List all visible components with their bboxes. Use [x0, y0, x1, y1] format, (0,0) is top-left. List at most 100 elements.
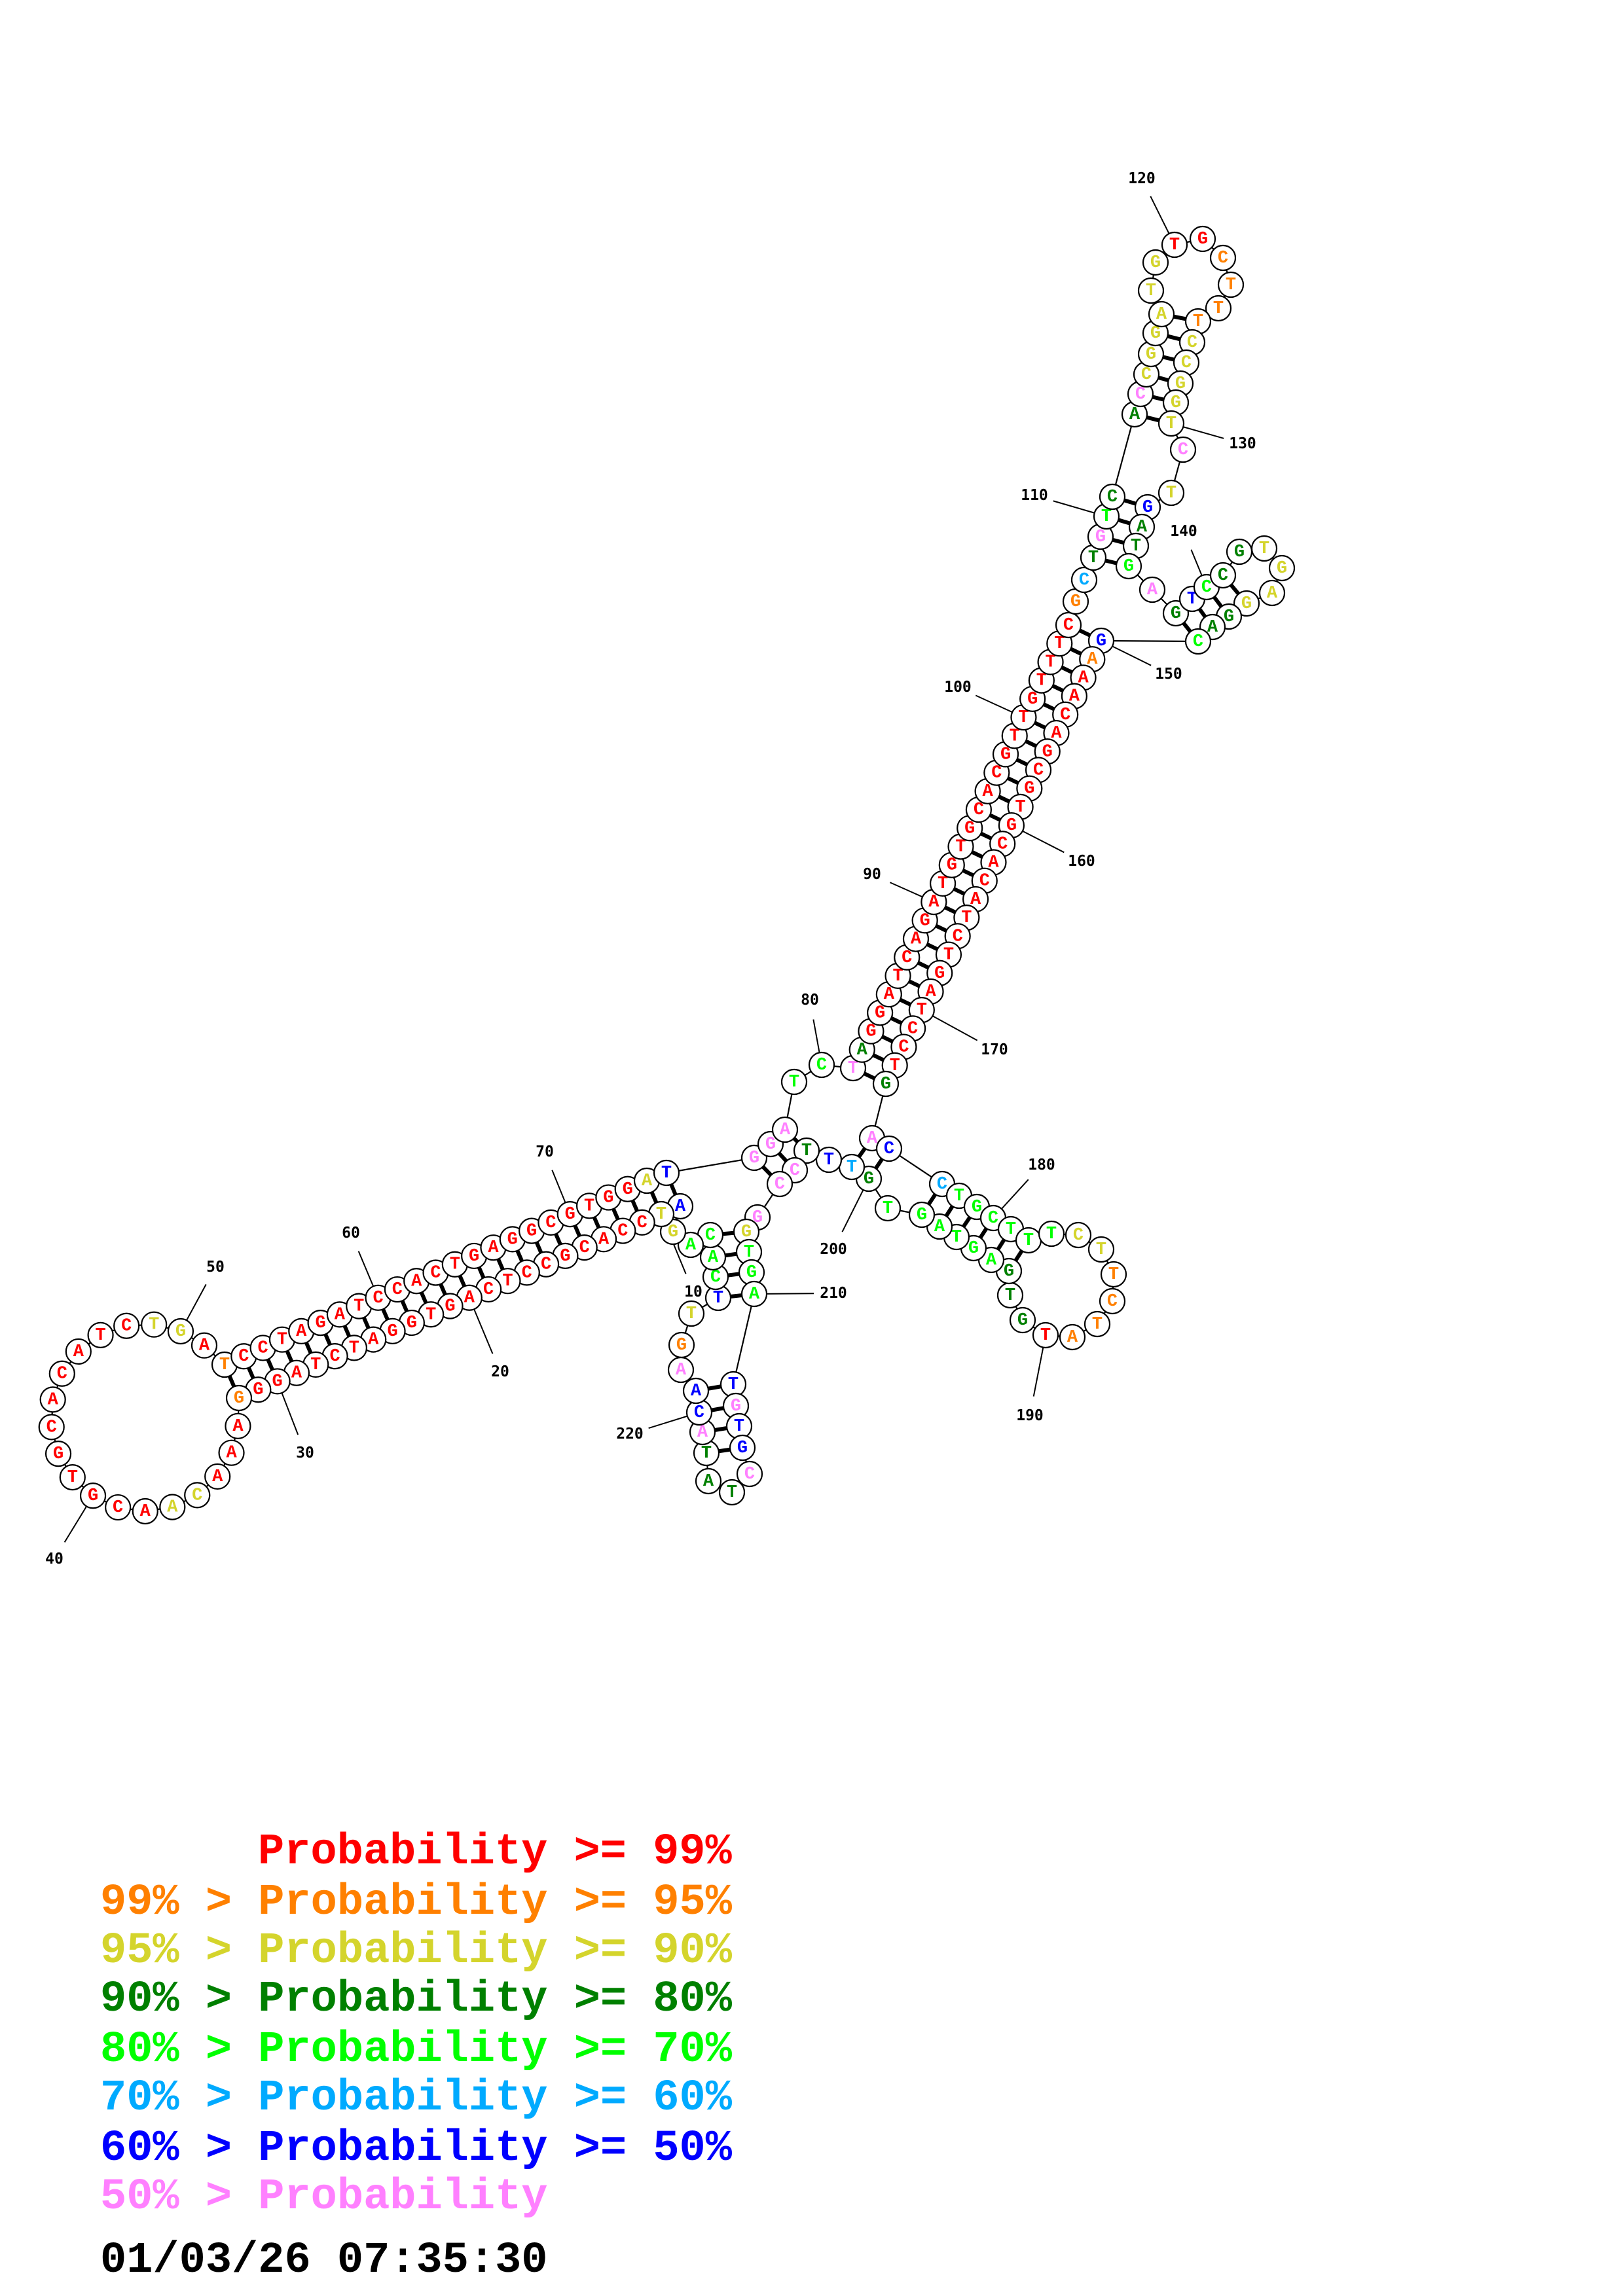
nucleotide: C: [697, 1221, 724, 1249]
position-label: 90: [863, 866, 881, 883]
nucleotide-letter: C: [790, 1161, 800, 1181]
nucleotide-letter: A: [691, 1382, 702, 1401]
legend-entry-90: 95% > Probability >= 90%: [100, 1926, 732, 1976]
nucleotide-circle: [38, 1414, 65, 1441]
nucleotide-letter: T: [354, 1297, 364, 1317]
nucleotide-circle: [191, 1332, 218, 1359]
nucleotide-circle: [793, 1137, 820, 1164]
nucleotide-letter: T: [727, 1483, 737, 1503]
nucleotide-letter: G: [1006, 816, 1017, 836]
nucleotide-letter: T: [686, 1304, 697, 1324]
nucleotide-circle: [204, 1463, 231, 1490]
nucleotide-circle: [1099, 483, 1126, 511]
nucleotide-letter: G: [1024, 780, 1034, 799]
nucleotide-letter: G: [272, 1372, 283, 1391]
nucleotide: T: [874, 1194, 902, 1222]
nucleotide: A: [39, 1386, 66, 1413]
nucleotide: G: [45, 1441, 72, 1467]
nucleotide-letter: C: [1141, 365, 1152, 385]
nucleotide: G: [872, 1070, 900, 1098]
nucleotide-circle: [105, 1494, 132, 1521]
nucleotide: T: [1217, 271, 1245, 298]
nucleotide-circle: [141, 1311, 168, 1338]
nucleotide-letter: A: [368, 1331, 379, 1350]
nucleotide-circle: [653, 1159, 680, 1187]
nucleotide-letter: A: [928, 893, 939, 912]
nucleotide-letter: T: [1054, 634, 1065, 654]
nucleotide: G: [79, 1482, 107, 1509]
nucleotide: T: [1093, 503, 1120, 530]
nucleotide-circle: [225, 1412, 251, 1439]
nucleotide-letter: G: [875, 1003, 885, 1023]
nucleotide: G: [1142, 249, 1169, 276]
nucleotide-letter: A: [703, 1472, 714, 1492]
position-label: 50: [206, 1259, 225, 1276]
nucleotide-letter: C: [979, 872, 990, 891]
nucleotide-letter: A: [642, 1172, 653, 1191]
nucleotide: T: [678, 1300, 705, 1327]
nucleotide-letter: C: [744, 1465, 755, 1484]
nucleotide-letter: G: [623, 1180, 633, 1200]
nucleotide-letter: T: [883, 1199, 893, 1219]
legend-entry-70: 80% > Probability >= 70%: [100, 2025, 732, 2075]
nucleotide-circle: [1070, 566, 1098, 594]
nucleotide-circle: [45, 1441, 72, 1467]
nucleotide-circle: [678, 1300, 705, 1327]
nucleotide: G: [225, 1384, 253, 1412]
nucleotide-letter: T: [502, 1272, 513, 1291]
nucleotide: C: [1173, 349, 1200, 376]
nucleotide: G: [1268, 554, 1296, 582]
nucleotide-letter: A: [697, 1423, 708, 1443]
nucleotide-circle: [184, 1482, 211, 1509]
nucleotide-circle: [48, 1360, 75, 1387]
nucleotide: A: [695, 1467, 722, 1495]
nucleotide: G: [908, 1201, 936, 1229]
nucleotide-letter: T: [1010, 726, 1020, 746]
nucleotide-letter: A: [411, 1272, 422, 1291]
nucleotide: T: [693, 1439, 720, 1467]
nucleotide-letter: C: [637, 1213, 647, 1233]
position-label: 160: [1068, 853, 1095, 870]
nucleotide-circle: [113, 1312, 140, 1339]
nucleotide-letter: G: [1146, 345, 1156, 365]
nucleotide-letter: A: [296, 1322, 307, 1342]
nucleotide-letter: T: [1096, 1240, 1106, 1260]
nucleotide: C: [685, 1399, 713, 1426]
nucleotide-circle: [1205, 295, 1232, 322]
nucleotide: T: [1161, 231, 1188, 259]
nucleotide-letter: G: [1096, 632, 1106, 651]
nucleotide-circle: [1142, 249, 1169, 276]
nucleotide-letter: C: [617, 1222, 628, 1242]
nucleotide: T: [1087, 1236, 1115, 1263]
nucleotide-circle: [1148, 300, 1175, 328]
nucleotide: T: [1158, 410, 1185, 437]
nucleotide-letter: A: [884, 985, 895, 1005]
nucleotide: A: [132, 1498, 158, 1525]
nucleotide: C: [1178, 329, 1206, 356]
nucleotide-letter: T: [701, 1444, 712, 1463]
nucleotide-circle: [695, 1467, 722, 1495]
nucleotide-circle: [167, 1318, 194, 1345]
nucleotide-letter: A: [1156, 305, 1167, 325]
nucleotide-letter: T: [1169, 236, 1180, 255]
position-labels: 1020304050607080901001101201301401501601…: [45, 170, 1256, 1568]
nucleotide-letter: A: [1087, 650, 1098, 670]
nucleotide-letter: A: [1069, 687, 1080, 707]
nucleotide-letter: C: [192, 1486, 202, 1505]
nucleotide-letter: T: [1092, 1315, 1103, 1335]
nucleotide-circle: [1055, 611, 1082, 639]
nucleotide-letter: G: [765, 1135, 776, 1155]
nucleotide-letter: A: [986, 1251, 997, 1270]
nucleotide-circle: [1209, 244, 1237, 272]
nucleotide: A: [204, 1463, 231, 1490]
nucleotide-circle: [1084, 1310, 1111, 1338]
nucleotide-letter: C: [1193, 632, 1203, 652]
nucleotide: G: [1134, 493, 1161, 521]
nucleotide: G: [1189, 225, 1216, 253]
nucleotide-circle: [87, 1321, 114, 1348]
nucleotide: C: [1169, 436, 1197, 463]
nucleotide-letter: C: [1218, 566, 1228, 586]
nucleotide: A: [1139, 576, 1166, 603]
nucleotide: G: [1009, 1306, 1036, 1334]
nucleotide-letter: A: [857, 1041, 868, 1060]
